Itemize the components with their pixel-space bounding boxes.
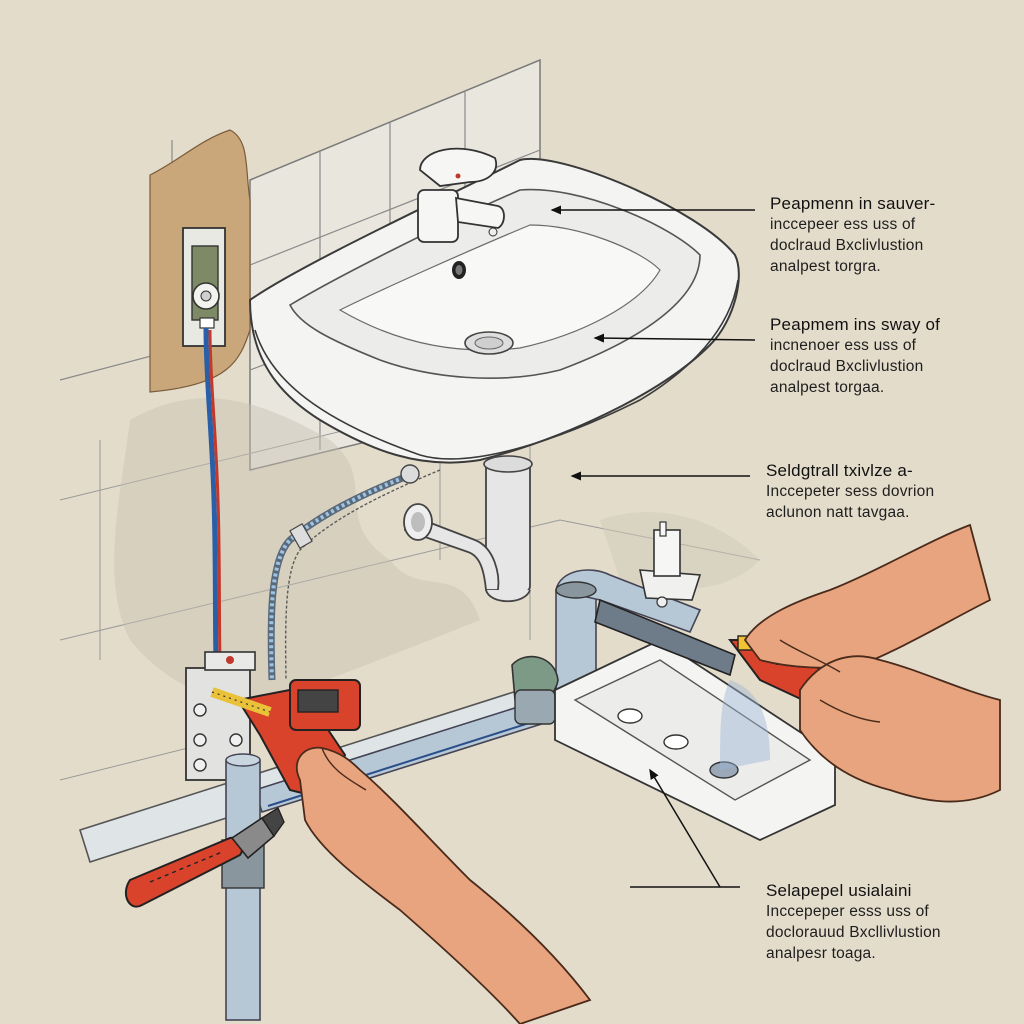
leader-lines [550,205,756,888]
wall-shadow [114,398,481,702]
callout-line: analpesr toaga. [766,945,876,962]
callout-basin: Peapmenn in sauver- inccepeer ess uss of… [770,193,935,277]
callout-trap: Seldgtrall txivlze a- Inccepeter sess do… [766,460,934,523]
flex-hose [267,464,441,681]
hands [295,523,1001,1024]
callout-spare-basin: Selapepel usialaini Inccepeper esss uss … [766,880,941,964]
callout-title: Peapmenn in sauver- [770,194,936,213]
callout-title: Peapmem ins sway of [770,315,941,334]
callout-title: Seldgtrall txivlze a- [766,461,913,480]
callout-line: inccepeer ess uss of [770,216,916,233]
wall-bracket [638,521,702,608]
supply-line [203,327,222,661]
spare-basin [554,638,836,841]
faucet [417,147,505,243]
p-trap [403,455,533,603]
callout-line: doclraud Bxclivlustion [770,237,924,254]
adjustable-wrench-icon [124,806,285,908]
wash-basin [248,157,740,464]
callout-line: doclraud Bxclivlustion [770,358,924,375]
callout-line: Inccepeper esss uss of [766,903,929,920]
callout-line: analpest torgaa. [770,379,885,396]
callout-drain: Peapmem ins sway of incnenoer ess uss of… [770,314,940,398]
supply-pipes [78,569,702,1021]
callout-line: incnenoer ess uss of [770,337,917,354]
wall-outlet-box [182,227,226,347]
callout-line: aclunon natt tavgaa. [766,504,910,521]
callout-line: analpest torgra. [770,258,881,275]
callout-title: Selapepel usialaini [766,881,912,900]
callout-line: doclorauud Bxcllivlustion [766,924,941,941]
callout-line: Inccepeter sess dovrion [766,483,935,500]
